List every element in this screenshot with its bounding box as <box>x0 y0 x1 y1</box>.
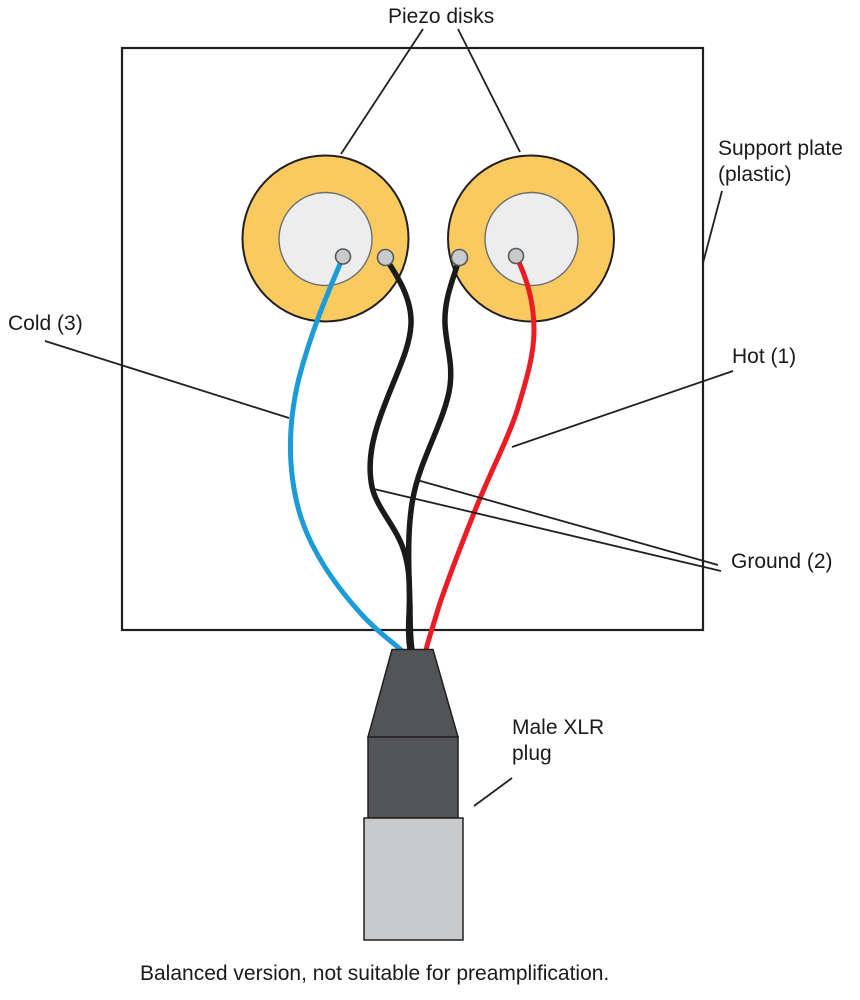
solder-pad-right-ring <box>450 248 469 267</box>
solder-pad-left-ring <box>376 248 395 267</box>
solder-pad-left-center <box>334 248 352 265</box>
caption: Balanced version, not suitable for pream… <box>140 962 610 985</box>
leader-line-ground-left <box>373 488 722 572</box>
leader-line-piezo-right <box>457 28 521 153</box>
label-support-plate-line1: Support plate <box>718 137 843 160</box>
leader-line-support-plate <box>702 190 723 264</box>
label-ground: Ground (2) <box>731 550 833 573</box>
leader-line-xlr <box>473 777 513 807</box>
label-support-plate: Support plate (plastic) <box>718 136 843 188</box>
label-hot: Hot (1) <box>732 345 797 368</box>
label-piezo-disks: Piezo disks <box>388 5 495 28</box>
piezo-disk-right-ceramic <box>484 191 579 287</box>
solder-pad-right-center <box>507 247 525 265</box>
cold-wire <box>287 254 404 653</box>
piezo-disk-left-ceramic <box>278 191 373 287</box>
xlr-plug-neck <box>367 648 459 738</box>
label-cold: Cold (3) <box>8 312 83 335</box>
label-support-plate-line2: (plastic) <box>718 163 792 187</box>
leader-line-ground-right <box>416 479 719 566</box>
label-male-xlr-line1: Male XLR <box>512 716 605 739</box>
label-male-xlr-plug: Male XLR plug <box>512 715 604 767</box>
xlr-plug-body <box>367 736 459 819</box>
hot-wire <box>423 253 537 653</box>
leader-line-cold <box>44 340 290 419</box>
ground-wire-right <box>405 255 463 653</box>
support-plate <box>120 46 705 632</box>
xlr-plug-base <box>363 817 464 941</box>
leader-line-hot <box>511 370 734 448</box>
leader-line-piezo-left <box>340 28 424 155</box>
label-male-xlr-line2: plug <box>512 742 552 766</box>
